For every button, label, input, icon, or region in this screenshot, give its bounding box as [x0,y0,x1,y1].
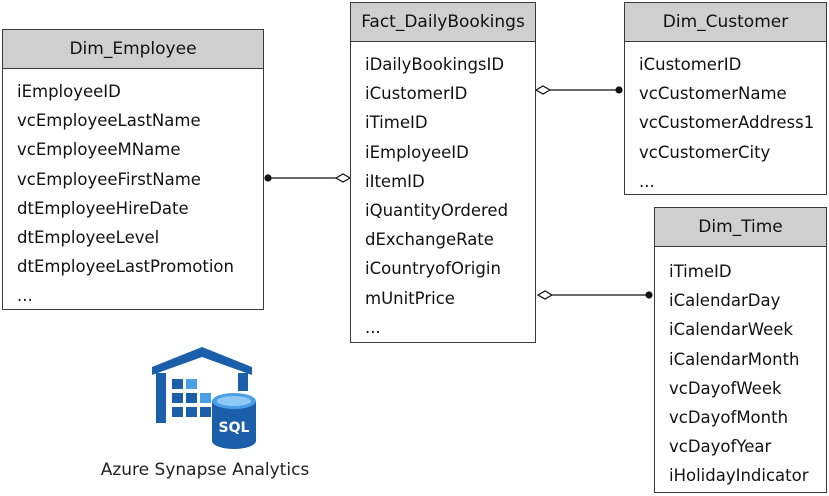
field: dtEmployeeHireDate [17,198,189,218]
field: iHolidayIndicator [669,466,809,486]
field: vcEmployeeLastName [17,111,201,131]
field: iCustomerID [639,55,742,74]
field: iTimeID [365,113,428,133]
field: vcEmployeeFirstName [17,169,201,189]
relationship-employee-fact [264,173,352,183]
sql-badge: SQL [219,420,250,436]
field: iTimeID [669,262,732,281]
field: dtEmployeeLastPromotion [17,257,234,277]
field: iCalendarWeek [669,320,793,340]
field-list: iCustomerID vcCustomerName vcCustomerAdd… [625,42,826,196]
table-dim-time: Dim_Time iTimeID iCalendarDay iCalendarW… [654,207,827,493]
azure-synapse-warehouse-icon: SQL [152,347,256,449]
field: ... [365,317,381,337]
table-title: Dim_Employee [3,30,263,69]
field: vcCustomerCity [639,142,771,162]
table-dim-employee: Dim_Employee iEmployeeID vcEmployeeLastN… [2,29,264,310]
field: vcDayofMonth [669,407,789,427]
field: dtEmployeeLevel [17,227,160,247]
field: iEmployeeID [365,142,469,162]
field: iCountryofOrigin [365,259,501,279]
field-list: iDailyBookingsID iCustomerID iTimeID iEm… [351,42,535,342]
field: iItemID [365,171,425,191]
field: mUnitPrice [365,288,455,308]
field: vcEmployeeMName [17,140,181,160]
field: vcCustomerAddress1 [639,113,815,133]
field: iDailyBookingsID [365,55,505,74]
field: ... [17,286,33,306]
field: vcDayofWeek [669,378,782,398]
relationship-fact-customer [534,85,623,95]
table-fact-dailybookings: Fact_DailyBookings iDailyBookingsID iCus… [350,2,536,343]
field: vcDayofYear [669,437,772,457]
logo-caption: Azure Synapse Analytics [100,460,310,480]
field: vcCustomerName [639,84,787,104]
table-dim-customer: Dim_Customer iCustomerID vcCustomerName … [624,2,827,195]
field-list: iTimeID iCalendarDay iCalendarWeek iCale… [655,247,826,491]
field: iCalendarMonth [669,349,800,369]
field: ... [639,171,655,191]
field: iEmployeeID [17,82,121,101]
table-title: Dim_Customer [625,3,826,42]
field-list: iEmployeeID vcEmployeeLastName vcEmploye… [3,69,263,311]
relationship-fact-time [536,290,653,300]
sql-database-icon: SQL [212,393,256,449]
field: iQuantityOrdered [365,200,509,220]
field: iCalendarDay [669,291,781,311]
field: iCustomerID [365,84,468,104]
field: dExchangeRate [365,230,494,250]
table-title: Fact_DailyBookings [351,3,535,42]
table-title: Dim_Time [655,208,826,247]
